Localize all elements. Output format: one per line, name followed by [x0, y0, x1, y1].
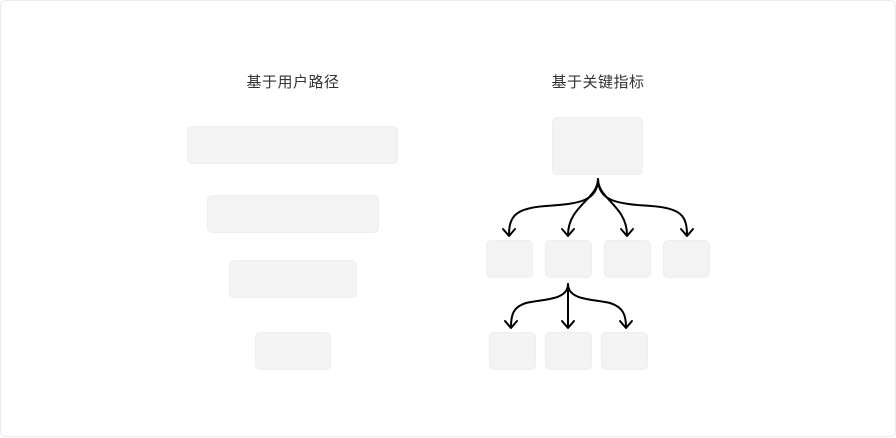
metric-child-node-3: [604, 240, 651, 278]
connector-root-to-child-2: [567, 178, 599, 236]
arrowhead-child-2: [561, 228, 575, 237]
arrowhead-grandchild-1: [504, 320, 518, 329]
connector-root-to-child-1: [508, 178, 599, 236]
metric-grandchild-node-1: [489, 332, 536, 370]
metric-child-node-4: [663, 240, 710, 278]
metric-root-node: [552, 117, 643, 175]
metric-grandchild-node-2: [545, 332, 592, 370]
arrowhead-child-1: [502, 228, 516, 237]
connector-root-to-child-4: [597, 178, 688, 236]
funnel-level-1: [187, 126, 398, 164]
arrowhead-grandchild-3: [619, 320, 633, 329]
metric-child-node-1: [486, 240, 533, 278]
connector-root-to-child-3: [597, 178, 628, 236]
user-path-title: 基于用户路径: [246, 73, 340, 91]
connector-child-2-to-grandchild-1: [510, 283, 569, 328]
arrowhead-child-3: [620, 228, 634, 237]
metric-grandchild-node-3: [601, 332, 648, 370]
funnel-level-2: [207, 195, 379, 233]
metric-child-node-2: [545, 240, 592, 278]
funnel-level-4: [255, 332, 331, 370]
funnel-level-3: [229, 260, 357, 298]
key-metrics-title: 基于关键指标: [551, 73, 645, 91]
arrowhead-grandchild-2: [561, 320, 575, 329]
arrowhead-child-4: [680, 228, 694, 237]
connector-child-2-to-grandchild-3: [567, 283, 627, 328]
